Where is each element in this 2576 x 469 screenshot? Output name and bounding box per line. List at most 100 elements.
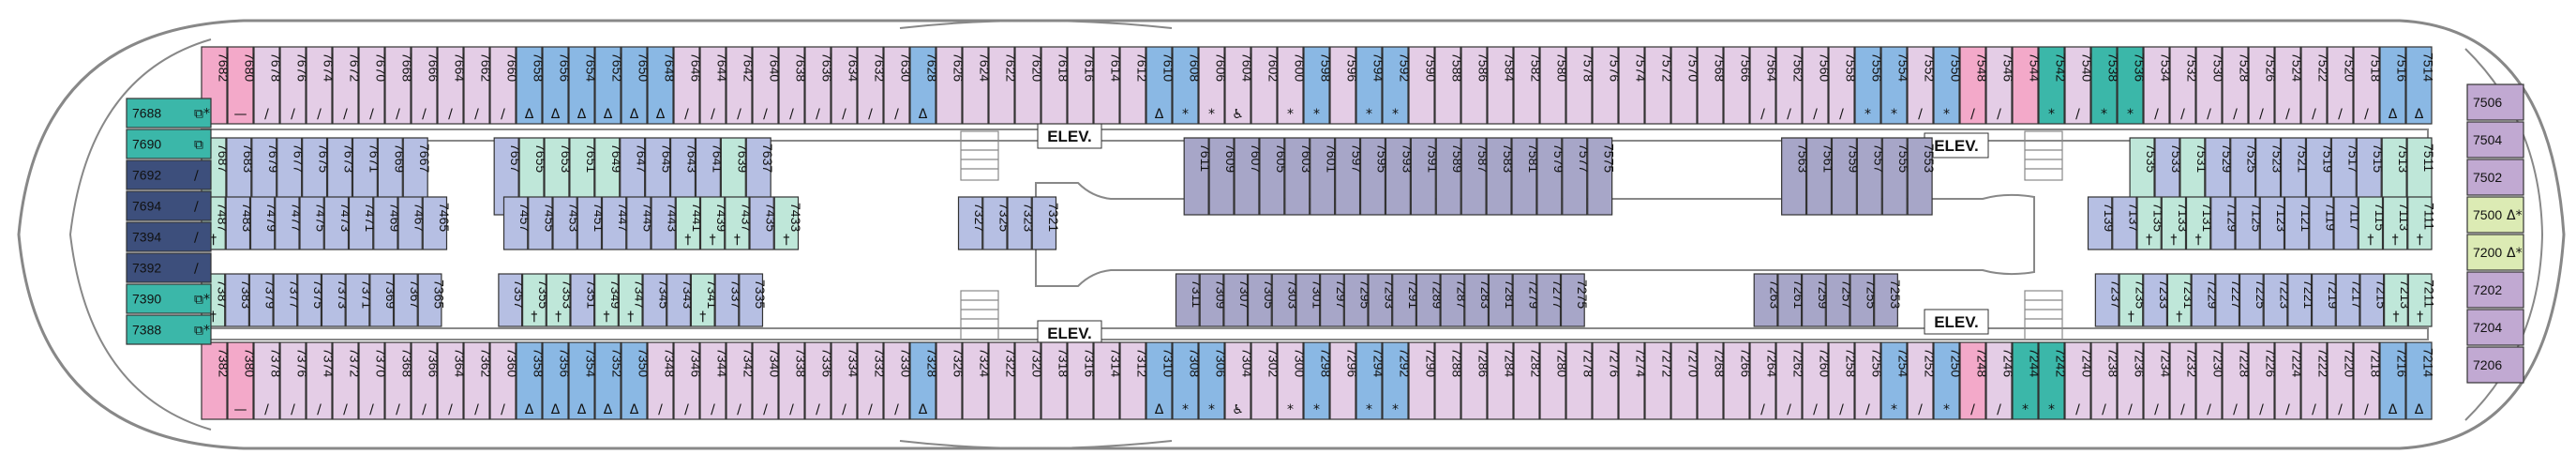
cabin-7522[interactable]: 7522/ bbox=[2300, 46, 2331, 125]
cabin-box[interactable] bbox=[358, 46, 385, 125]
cabin-box[interactable] bbox=[2248, 46, 2275, 125]
cabin-7634[interactable]: 7634/ bbox=[831, 46, 861, 125]
cabin-box[interactable] bbox=[594, 46, 622, 125]
cabin-7587[interactable]: 7587 bbox=[1460, 137, 1490, 216]
cabin-box[interactable] bbox=[699, 196, 726, 250]
cabin-box[interactable] bbox=[2117, 46, 2144, 125]
cabin-box[interactable] bbox=[1644, 46, 1671, 125]
cabin-box[interactable] bbox=[2466, 196, 2524, 234]
cabin-box[interactable] bbox=[618, 273, 643, 327]
cabin-7256[interactable]: 7256/ bbox=[1854, 341, 1885, 420]
cabin-box[interactable] bbox=[2466, 121, 2524, 159]
cabin-7274[interactable]: 7274 bbox=[1618, 341, 1649, 420]
cabin-7595[interactable]: 7595 bbox=[1359, 137, 1390, 216]
cabin-7626[interactable]: 7626 bbox=[936, 46, 966, 125]
cabin-box[interactable] bbox=[1874, 273, 1898, 327]
cabin-box[interactable] bbox=[651, 196, 676, 250]
cabin-7586[interactable]: 7586 bbox=[1460, 46, 1491, 125]
cabin-box[interactable] bbox=[1320, 273, 1344, 327]
cabin-7578[interactable]: 7578 bbox=[1565, 46, 1596, 125]
cabin-box[interactable] bbox=[227, 46, 254, 125]
cabin-box[interactable] bbox=[2466, 271, 2524, 309]
cabin-7257[interactable]: 7257 bbox=[1825, 273, 1855, 327]
cabin-box[interactable] bbox=[2143, 46, 2170, 125]
cabin-box[interactable] bbox=[1562, 137, 1588, 216]
cabin-7226[interactable]: 7226/ bbox=[2248, 341, 2279, 420]
cabin-box[interactable] bbox=[2284, 196, 2310, 250]
cabin-7589[interactable]: 7589 bbox=[1435, 137, 1465, 216]
cabin-box[interactable] bbox=[1434, 341, 1461, 420]
cabin-box[interactable] bbox=[621, 46, 648, 125]
cabin-box[interactable] bbox=[1303, 46, 1330, 125]
cabin-7332[interactable]: 7332/ bbox=[857, 341, 888, 420]
cabin-box[interactable] bbox=[1802, 46, 1829, 125]
cabin-box[interactable] bbox=[1831, 137, 1857, 216]
cabin-box[interactable] bbox=[1959, 341, 1986, 420]
cabin-box[interactable] bbox=[1907, 46, 1934, 125]
cabin-box[interactable] bbox=[2353, 341, 2380, 420]
cabin-box[interactable] bbox=[1749, 46, 1776, 125]
cabin-box[interactable] bbox=[369, 273, 395, 327]
cabin-7357[interactable]: 7357 bbox=[498, 273, 527, 327]
cabin-7211[interactable]: 7211† bbox=[2407, 273, 2437, 327]
cabin-7383[interactable]: 7383 bbox=[225, 273, 254, 327]
cabin-7618[interactable]: 7618 bbox=[1041, 46, 1071, 125]
cabin-7660[interactable]: 7660/ bbox=[489, 46, 520, 125]
cabin-7262[interactable]: 7262/ bbox=[1775, 341, 1806, 420]
cabin-box[interactable] bbox=[714, 273, 740, 327]
cabin-box[interactable] bbox=[1592, 341, 1619, 420]
cabin-box[interactable] bbox=[248, 273, 274, 327]
cabin-7558[interactable]: 7558/ bbox=[1828, 46, 1859, 125]
cabin-box[interactable] bbox=[1410, 137, 1436, 216]
cabin-7390[interactable]: 7390⧉* bbox=[126, 283, 212, 314]
cabin-box[interactable] bbox=[2117, 341, 2144, 420]
cabin-box[interactable] bbox=[1146, 46, 1173, 125]
cabin-7506[interactable]: 7506 bbox=[2466, 83, 2524, 121]
cabin-7131[interactable]: 7131† bbox=[2185, 196, 2216, 250]
cabin-box[interactable] bbox=[1007, 196, 1032, 250]
cabin-7268[interactable]: 7268 bbox=[1697, 341, 1728, 420]
cabin-box[interactable] bbox=[546, 273, 571, 327]
cabin-box[interactable] bbox=[577, 196, 603, 250]
cabin-box[interactable] bbox=[1985, 46, 2013, 125]
cabin-7622[interactable]: 7622 bbox=[988, 46, 1019, 125]
cabin-7570[interactable]: 7570 bbox=[1670, 46, 1701, 125]
cabin-7662[interactable]: 7662/ bbox=[463, 46, 494, 125]
cabin-7254[interactable]: 7254* bbox=[1880, 341, 1911, 420]
cabin-box[interactable] bbox=[2161, 196, 2187, 250]
cabin-box[interactable] bbox=[957, 196, 983, 250]
cabin-box[interactable] bbox=[2038, 341, 2065, 420]
cabin-box[interactable] bbox=[857, 341, 884, 420]
cabin-box[interactable] bbox=[988, 341, 1015, 420]
cabin-box[interactable] bbox=[1460, 46, 1488, 125]
cabin-7600[interactable]: 7600* bbox=[1277, 46, 1308, 125]
cabin-7342[interactable]: 7342/ bbox=[726, 341, 756, 420]
cabin-box[interactable] bbox=[552, 196, 577, 250]
cabin-box[interactable] bbox=[397, 196, 423, 250]
cabin-box[interactable] bbox=[489, 341, 517, 420]
cabin-7298[interactable]: 7298* bbox=[1303, 341, 1334, 420]
cabin-7272[interactable]: 7272 bbox=[1644, 341, 1675, 420]
cabin-box[interactable] bbox=[1587, 137, 1613, 216]
cabin-7433[interactable]: 7433† bbox=[773, 196, 803, 250]
cabin-box[interactable] bbox=[1368, 273, 1393, 327]
cabin-7253[interactable]: 7253 bbox=[1874, 273, 1903, 327]
cabin-box[interactable] bbox=[502, 196, 529, 250]
cabin-7314[interactable]: 7314 bbox=[1093, 341, 1124, 420]
cabin-7242[interactable]: 7242* bbox=[2038, 341, 2069, 420]
cabin-7306[interactable]: 7306* bbox=[1198, 341, 1229, 420]
cabin-box[interactable] bbox=[2379, 46, 2406, 125]
cabin-7674[interactable]: 7674/ bbox=[306, 46, 337, 125]
cabin-box[interactable] bbox=[1234, 137, 1260, 216]
cabin-7690[interactable]: 7690⧉ bbox=[126, 129, 212, 159]
cabin-7292[interactable]: 7292* bbox=[1382, 341, 1413, 420]
cabin-box[interactable] bbox=[411, 46, 438, 125]
cabin-7604[interactable]: 7604♿ bbox=[1224, 46, 1255, 125]
cabin-box[interactable] bbox=[1618, 341, 1645, 420]
